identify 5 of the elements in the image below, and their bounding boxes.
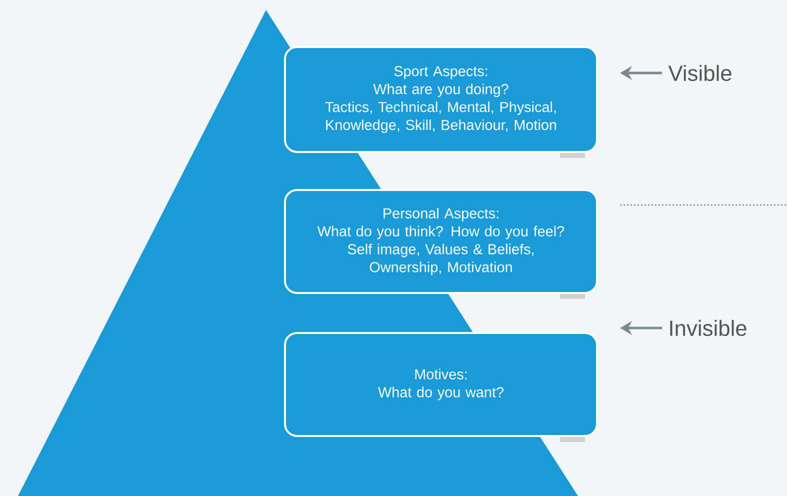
level-label: Invisible — [670, 320, 746, 336]
level-label: Visible — [668, 64, 732, 82]
aspect-box: Sport Aspects: What are you doing? Tactics, Technical, Mental, Physical, Knowledge, Skill, Behaviour, Motion — [284, 46, 598, 153]
aspect-box: Motives: What do you want? — [284, 332, 598, 437]
aspect-box: Personal Aspects: What do you think? How do you feel? Self image, Values & Beliefs, Ownership, Motivation — [284, 189, 598, 294]
